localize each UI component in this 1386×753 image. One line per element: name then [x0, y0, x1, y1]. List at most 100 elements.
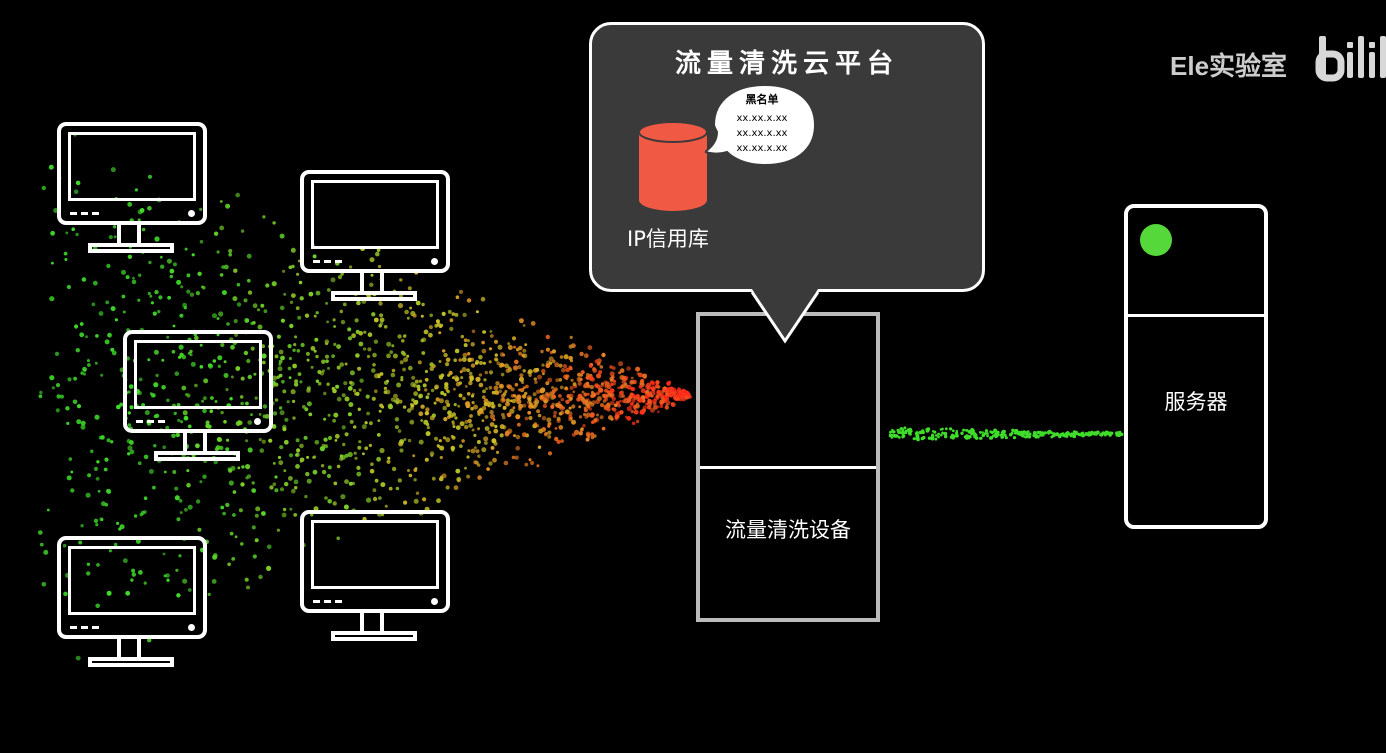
traffic-particle — [245, 476, 248, 479]
traffic-particle — [540, 388, 545, 393]
traffic-particle — [489, 347, 492, 350]
traffic-particle — [573, 382, 577, 386]
traffic-particle — [531, 321, 536, 326]
traffic-particle — [610, 401, 615, 406]
traffic-particle — [607, 385, 611, 389]
traffic-particle — [429, 362, 433, 366]
traffic-particle — [483, 378, 486, 381]
clean-traffic-particle — [1091, 433, 1094, 436]
traffic-particle — [528, 397, 532, 401]
traffic-particle — [348, 336, 352, 340]
traffic-particle — [482, 419, 485, 422]
server-divider — [1128, 314, 1264, 317]
traffic-particle — [498, 390, 502, 394]
traffic-particle — [653, 402, 657, 406]
traffic-particle — [99, 311, 104, 316]
traffic-particle — [590, 412, 595, 417]
traffic-particle — [488, 461, 492, 465]
traffic-particle — [452, 312, 456, 316]
traffic-particle — [80, 322, 84, 326]
traffic-particle — [372, 397, 376, 401]
traffic-particle — [186, 290, 190, 294]
traffic-particle — [487, 404, 491, 408]
clean-traffic-particle — [919, 431, 922, 434]
traffic-particle — [291, 248, 296, 253]
traffic-particle — [386, 460, 390, 464]
traffic-particle — [494, 357, 498, 361]
traffic-particle — [415, 400, 419, 404]
traffic-particle — [402, 368, 406, 372]
traffic-particle — [284, 418, 288, 422]
traffic-particle — [471, 394, 474, 397]
traffic-particle — [631, 377, 634, 380]
traffic-particle — [282, 427, 286, 431]
traffic-particle — [442, 406, 447, 411]
traffic-particle — [472, 429, 475, 432]
traffic-particle — [479, 373, 482, 376]
client-monitor-icon — [57, 536, 207, 676]
traffic-particle — [384, 387, 387, 390]
traffic-particle — [51, 262, 54, 265]
traffic-particle — [584, 407, 587, 410]
traffic-particle — [175, 495, 180, 500]
traffic-particle — [477, 427, 480, 430]
traffic-particle — [504, 461, 509, 466]
clean-traffic-particle — [915, 434, 918, 437]
clean-traffic-particle — [1041, 433, 1044, 436]
traffic-particle — [342, 425, 346, 429]
traffic-particle — [444, 385, 449, 390]
traffic-particle — [333, 318, 336, 321]
traffic-particle — [457, 405, 460, 408]
traffic-particle — [308, 413, 312, 417]
traffic-particle — [118, 527, 121, 530]
traffic-particle — [316, 380, 319, 383]
traffic-particle — [484, 402, 488, 406]
traffic-particle — [176, 280, 181, 285]
traffic-particle — [586, 376, 590, 380]
clean-traffic-particle — [941, 432, 944, 435]
clean-traffic-particle — [899, 427, 902, 430]
traffic-particle — [635, 403, 640, 408]
traffic-particle — [398, 478, 402, 482]
traffic-particle — [481, 297, 486, 302]
traffic-particle — [639, 385, 643, 389]
traffic-particle — [636, 420, 639, 423]
clean-traffic-particle — [1063, 434, 1067, 438]
traffic-particle — [604, 398, 608, 402]
clean-traffic-particle — [985, 429, 988, 432]
traffic-particle — [420, 419, 423, 422]
traffic-particle — [369, 444, 372, 447]
traffic-particle — [630, 403, 634, 407]
traffic-particle — [528, 374, 531, 377]
traffic-particle — [465, 385, 468, 388]
traffic-particle — [214, 232, 218, 236]
traffic-particle — [620, 368, 625, 373]
traffic-particle — [104, 458, 108, 462]
traffic-particle — [289, 508, 292, 511]
clean-traffic-particle — [952, 435, 956, 439]
traffic-particle — [56, 394, 60, 398]
traffic-particle — [647, 402, 652, 407]
traffic-particle — [100, 435, 105, 440]
traffic-particle — [280, 487, 284, 491]
traffic-particle — [456, 295, 460, 299]
traffic-particle — [107, 438, 111, 442]
clean-traffic-particle — [891, 436, 894, 439]
cloud-platform-title: 流量清洗云平台 — [592, 43, 982, 80]
traffic-particle — [636, 394, 640, 398]
traffic-particle — [81, 425, 86, 430]
traffic-particle — [65, 406, 69, 410]
traffic-particle — [425, 378, 429, 382]
traffic-particle — [494, 340, 498, 344]
traffic-particle — [374, 389, 378, 393]
traffic-particle — [613, 408, 617, 412]
traffic-particle — [323, 438, 327, 442]
traffic-particle — [501, 373, 505, 377]
traffic-particle — [202, 475, 206, 479]
traffic-particle — [386, 354, 391, 359]
traffic-particle — [363, 331, 366, 334]
traffic-particle — [227, 563, 231, 567]
traffic-particle — [544, 399, 548, 403]
traffic-particle — [443, 417, 447, 421]
traffic-particle — [602, 394, 606, 398]
